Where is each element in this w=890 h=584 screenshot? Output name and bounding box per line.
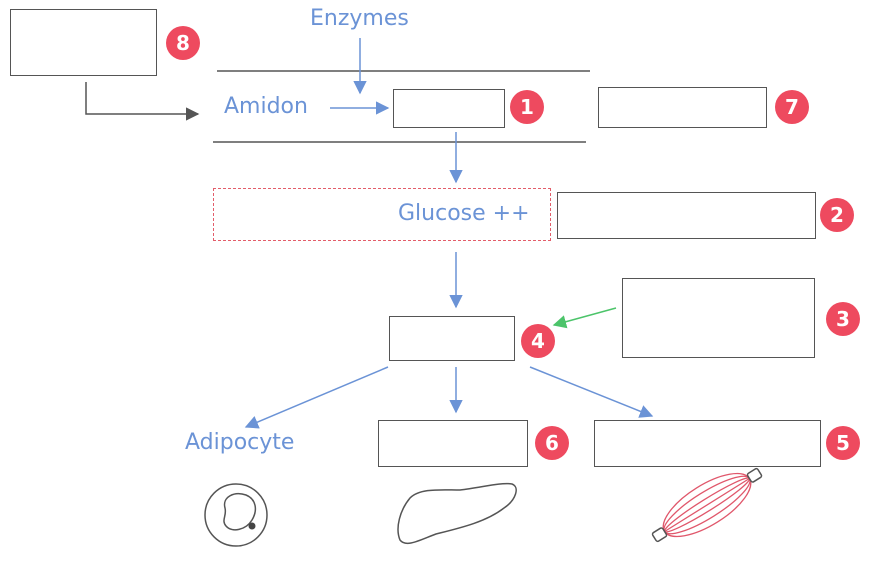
- answer-box-3[interactable]: [622, 278, 815, 358]
- label-enzymes: Enzymes: [310, 6, 409, 31]
- answer-box-2[interactable]: [557, 192, 816, 239]
- arrow-box3-to-box4: [552, 307, 617, 329]
- answer-box-1[interactable]: [393, 89, 505, 128]
- label-amidon: Amidon: [224, 94, 308, 119]
- badge-6: 6: [535, 426, 569, 460]
- badge-5: 5: [826, 426, 860, 460]
- badge-2: 2: [820, 198, 854, 232]
- badge-3: 3: [826, 302, 860, 336]
- badge-1: 1: [510, 90, 544, 124]
- liver-icon: [397, 482, 517, 545]
- label-adipocyte: Adipocyte: [185, 430, 295, 455]
- label-glucose: Glucose ++: [398, 201, 530, 226]
- answer-box-6[interactable]: [378, 420, 528, 467]
- adipocyte-cell-icon: [204, 483, 268, 547]
- answer-box-5[interactable]: [594, 420, 821, 467]
- answer-box-4[interactable]: [389, 316, 515, 361]
- muscle-icon: [651, 467, 763, 543]
- arrow-box4-to-box5: [529, 366, 654, 418]
- glucose-dashed-box: [213, 188, 551, 241]
- badge-7: 7: [775, 90, 809, 124]
- answer-box-7[interactable]: [598, 87, 767, 128]
- badge-8: 8: [166, 26, 200, 60]
- arrow-box4-to-adipocyte: [244, 366, 389, 429]
- answer-box-8[interactable]: [10, 9, 157, 76]
- badge-4: 4: [521, 324, 555, 358]
- arrow-box8-to-amidon: [85, 82, 200, 121]
